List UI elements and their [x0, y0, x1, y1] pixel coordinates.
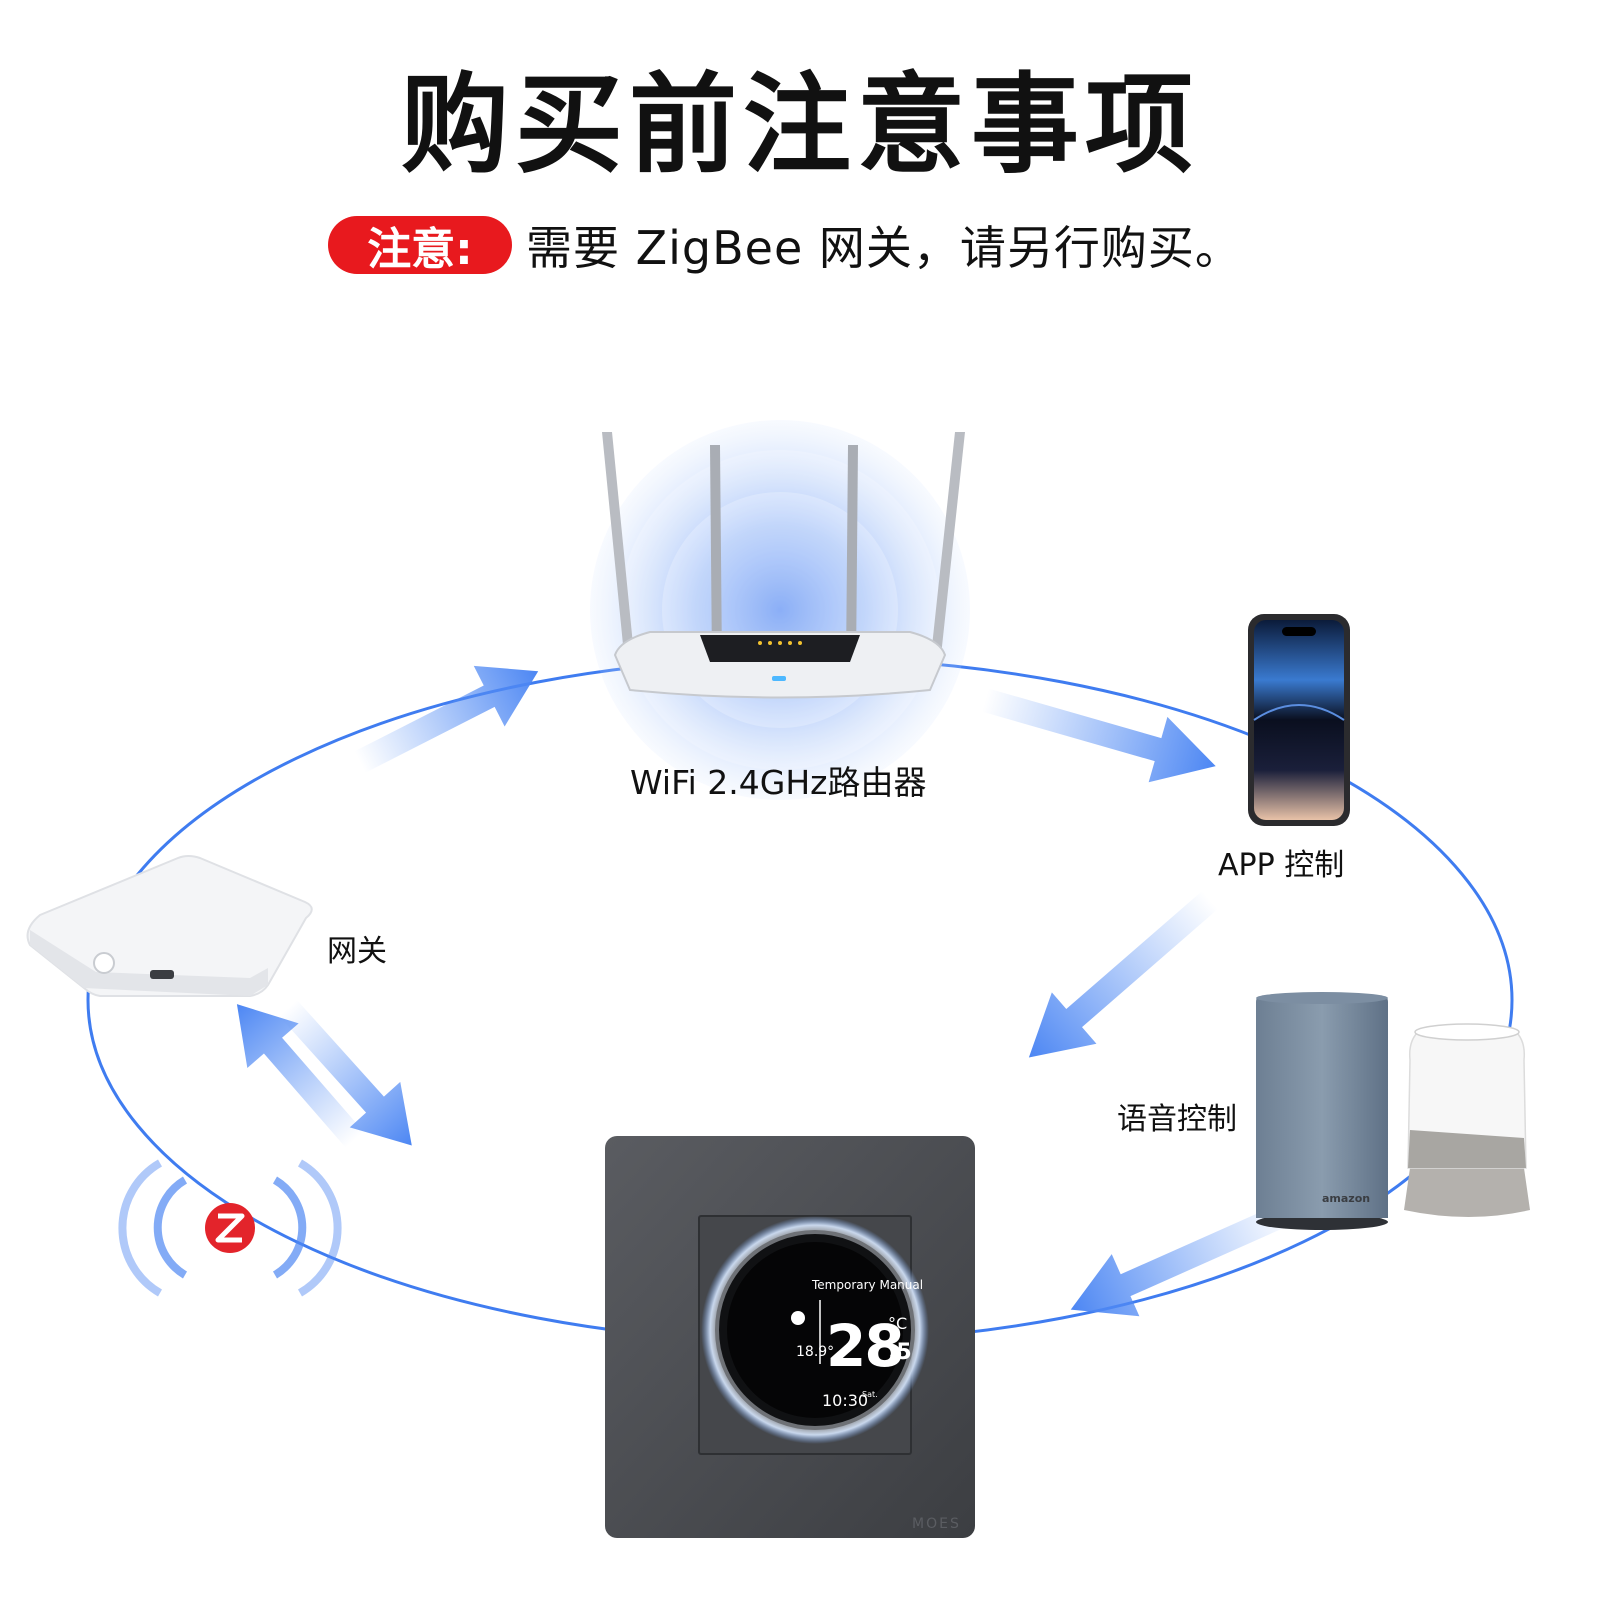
thermostat-unit: °C — [888, 1314, 908, 1333]
router-label: WiFi 2.4GHz路由器 — [630, 763, 927, 802]
app-control-label: APP 控制 — [1218, 848, 1345, 883]
thermostat-brand: MOES — [912, 1516, 961, 1532]
thermostat-day: Sat. — [862, 1390, 878, 1399]
arrow-app-to-thermostat — [1028, 890, 1218, 1058]
google-speaker-icon — [1404, 1023, 1530, 1217]
arrow-router-to-app — [981, 688, 1216, 783]
arrow-gateway-to-router — [354, 665, 539, 773]
arrow-voice-to-thermostat — [1070, 1201, 1295, 1317]
notice-row: 注意: 需要 ZigBee 网关，请另行购买。 — [328, 216, 1242, 275]
notice-text: 需要 ZigBee 网关，请另行购买。 — [526, 221, 1242, 275]
page-title: 购买前注意事项 — [400, 63, 1199, 188]
voice-control-label: 语音控制 — [1117, 1102, 1237, 1137]
arrow-thermostat-to-gateway — [236, 1004, 365, 1148]
notice-badge: 注意: — [328, 216, 512, 275]
thermostat-icon — [605, 1136, 975, 1538]
smart-speaker-icon — [1256, 992, 1388, 1230]
gateway-label: 网关 — [327, 934, 387, 969]
zigbee-logo-icon — [118, 1159, 342, 1297]
wifi-router-icon — [590, 420, 970, 800]
thermostat-setpoint: 18.9° — [796, 1344, 835, 1360]
thermostat-time: 10:30 — [822, 1391, 869, 1410]
thermostat-temperature-decimal: .5 — [888, 1340, 912, 1365]
thermostat-mode: Temporary Manual — [812, 1278, 924, 1292]
speaker-brand: amazon — [1322, 1192, 1371, 1205]
arrow-gateway-to-thermostat — [279, 999, 412, 1146]
zigbee-gateway-icon — [26, 855, 313, 997]
thermostat-temperature: 28 — [826, 1312, 905, 1380]
smartphone-icon — [1248, 614, 1350, 826]
